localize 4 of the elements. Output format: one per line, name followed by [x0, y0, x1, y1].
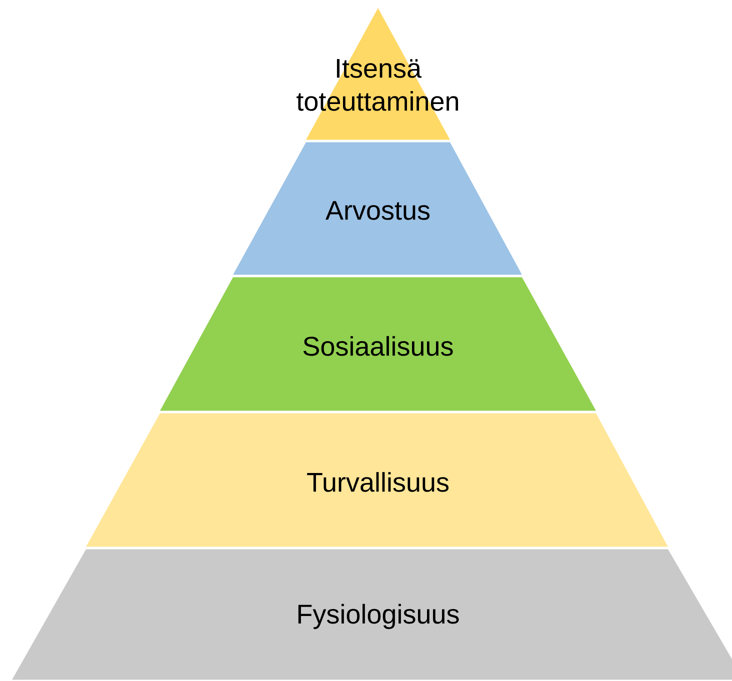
pyramid-band: Fysiologisuus — [12, 549, 732, 680]
pyramid-band: Turvallisuus — [86, 413, 668, 547]
pyramid-band: Arvostus — [233, 142, 522, 275]
pyramid-band: Sosiaalisuus — [160, 277, 596, 411]
